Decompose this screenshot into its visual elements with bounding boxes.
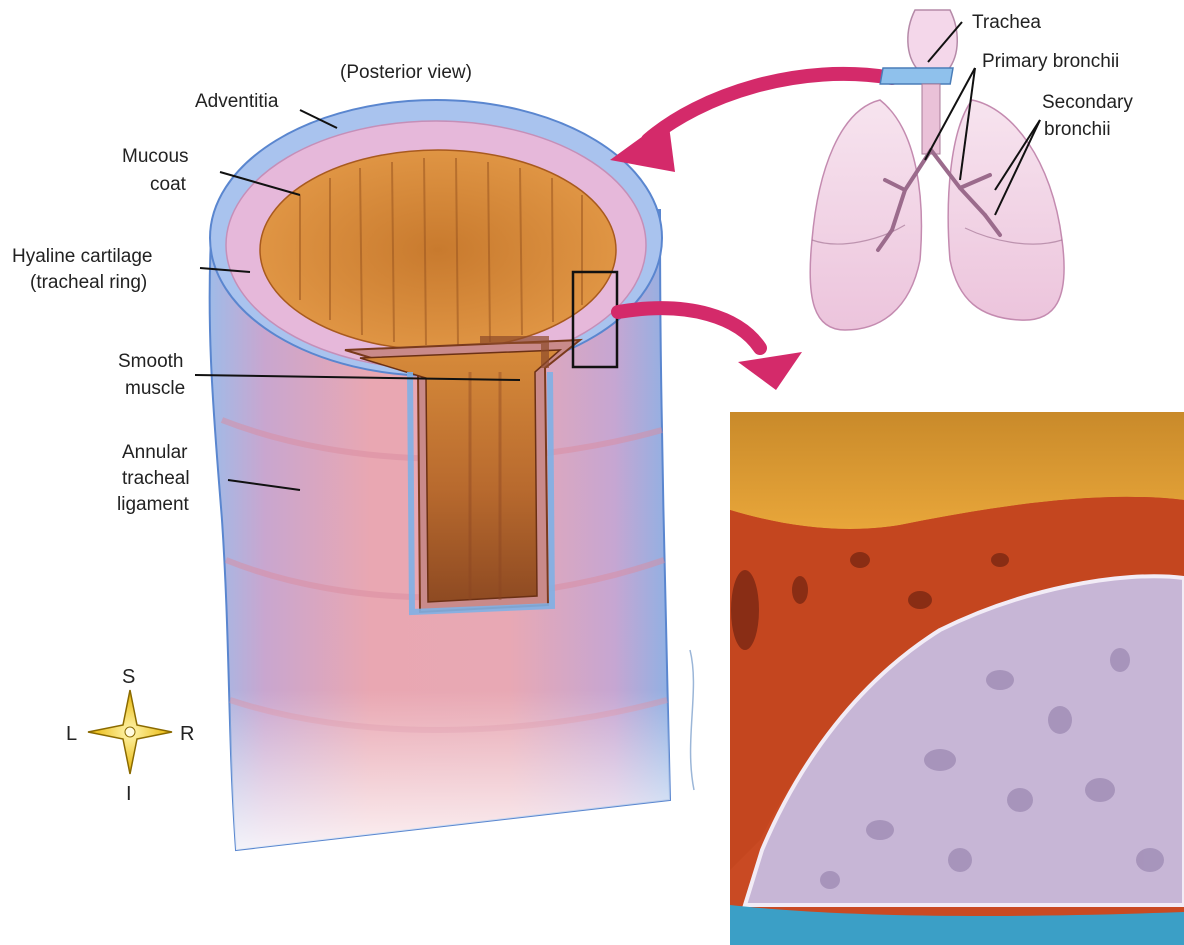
trachea-cutaway bbox=[210, 100, 694, 850]
label-secondary-line1: Secondary bbox=[1042, 92, 1133, 113]
compass-superior: S bbox=[122, 666, 135, 688]
trachea-tube bbox=[922, 84, 940, 154]
artist-signature bbox=[690, 650, 694, 790]
label-hyaline-line2: (tracheal ring) bbox=[30, 272, 147, 293]
label-adventitia: Adventitia bbox=[195, 91, 279, 112]
micrograph-panel bbox=[730, 412, 1184, 945]
label-mucous-coat-line2: coat bbox=[150, 174, 187, 195]
label-trachea: Trachea bbox=[972, 12, 1041, 33]
label-primary-bronchii: Primary bronchii bbox=[982, 51, 1119, 72]
compass-right: R bbox=[180, 723, 194, 745]
compass-inferior: I bbox=[126, 783, 132, 805]
compass-left: L bbox=[66, 723, 77, 745]
label-smooth-line2: muscle bbox=[125, 378, 185, 399]
label-annular-line2: tracheal bbox=[122, 468, 190, 489]
label-annular-line1: Annular bbox=[122, 442, 188, 463]
larynx-shape bbox=[908, 10, 957, 70]
view-caption: (Posterior view) bbox=[340, 62, 472, 83]
label-secondary-line2: bronchii bbox=[1044, 119, 1111, 140]
arrow-head-micrograph-icon bbox=[738, 352, 802, 390]
label-smooth-line1: Smooth bbox=[118, 351, 183, 372]
trachea-section-marker bbox=[880, 68, 953, 84]
orientation-compass: S I L R bbox=[66, 666, 194, 805]
left-lung bbox=[810, 100, 921, 330]
mucous-coat-lumen bbox=[260, 150, 616, 350]
label-hyaline-line1: Hyaline cartilage bbox=[12, 246, 152, 267]
label-annular-line3: ligament bbox=[117, 494, 190, 515]
label-mucous-coat-line1: Mucous bbox=[122, 146, 189, 167]
